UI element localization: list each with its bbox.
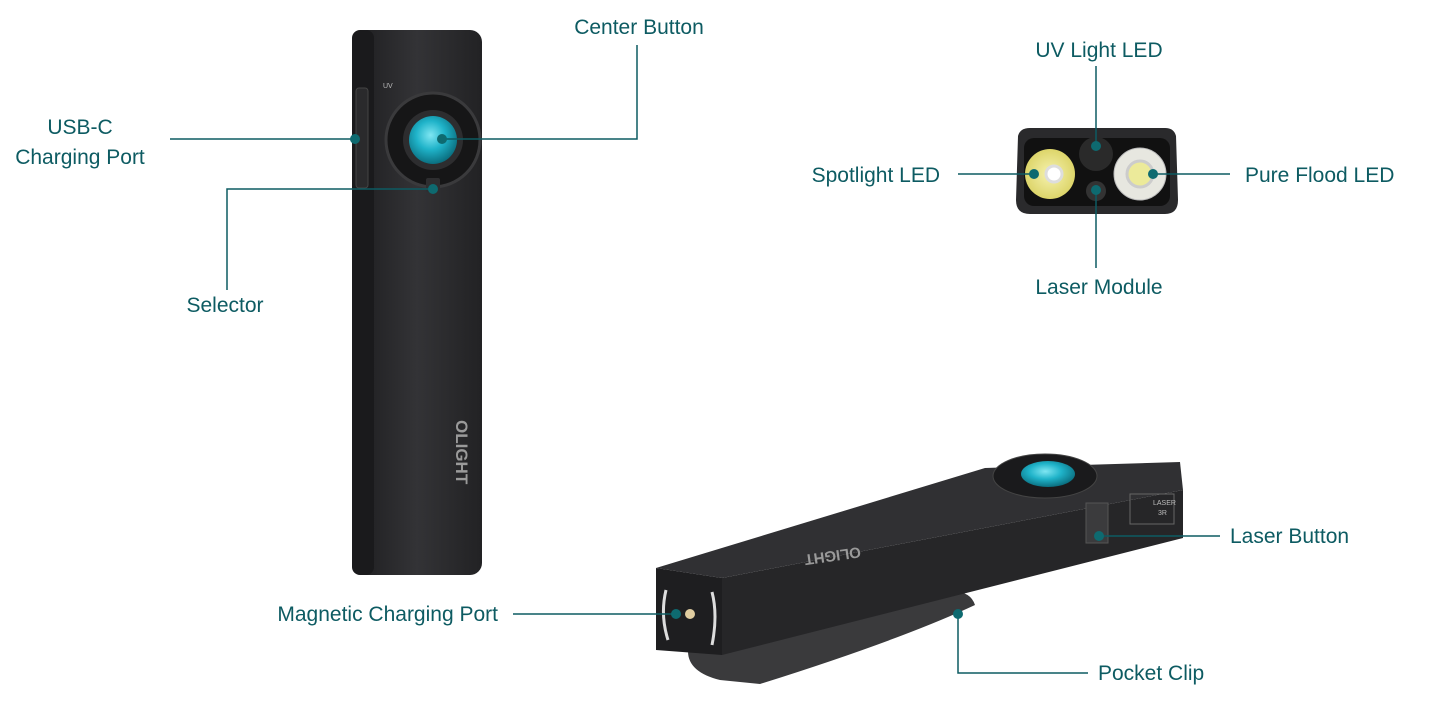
flashlight-front-view: UV OLIGHT (352, 30, 482, 575)
label-spotlight-led: Spotlight LED (812, 164, 940, 187)
brand-logo-vertical: OLIGHT (452, 420, 471, 485)
label-magnetic-charging-port: Magnetic Charging Port (277, 603, 498, 626)
center-button-teal-side (1021, 461, 1075, 487)
label-center-button: Center Button (574, 16, 704, 39)
uv-led (1079, 137, 1113, 171)
center-button-teal (409, 116, 457, 164)
laser-class-code: 3R (1158, 510, 1167, 517)
callout-lines (170, 45, 1230, 674)
label-usb-c: USB-C (47, 116, 112, 139)
label-pure-flood-led: Pure Flood LED (1245, 164, 1394, 187)
pocket-clip-shape (688, 591, 975, 684)
laser-class-label: LASER (1153, 500, 1176, 507)
label-laser-module: Laser Module (1035, 276, 1162, 299)
flashlight-side-view: LASER 3R OLIGHT (656, 453, 1183, 684)
label-laser-button: Laser Button (1230, 525, 1349, 548)
label-charging-port: Charging Port (15, 146, 145, 169)
label-uv-light-led: UV Light LED (1035, 39, 1162, 62)
uv-mode-mark: UV (383, 83, 393, 90)
label-pocket-clip: Pocket Clip (1098, 662, 1204, 685)
magnetic-port-pin (685, 609, 695, 619)
label-selector: Selector (186, 294, 263, 317)
